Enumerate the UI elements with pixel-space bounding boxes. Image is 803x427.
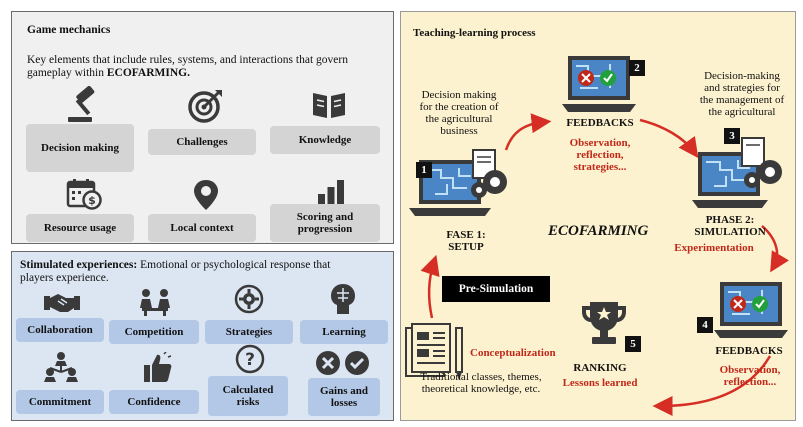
competition-chip: Competition — [109, 320, 199, 344]
feedback1-title: FEEDBACKS — [566, 117, 634, 129]
stimulated-experiences-panel: Stimulated experiences: Emotional or psy… — [11, 251, 394, 421]
team-icon — [44, 352, 78, 382]
feedback1-desc-line-2: reflection, — [576, 149, 624, 161]
arrow-feedback-to-simulation — [639, 118, 699, 159]
phase1-desc-line-1: Decision making — [421, 89, 497, 101]
phase1-desc-line-2: for the creation of — [419, 101, 499, 113]
svg-text:?: ? — [245, 350, 255, 370]
arrow-conceptualization-to-setup — [420, 254, 440, 319]
scoring-line-1: Scoring and — [296, 211, 354, 223]
calculated-risks-line-2: risks — [236, 396, 260, 408]
step-number-3: 3 — [724, 128, 740, 144]
svg-text:$: $ — [88, 194, 96, 207]
phase2-title-line-1: PHASE 2: — [705, 214, 755, 226]
stimulated-experiences-header: Stimulated experiences: Emotional or psy… — [20, 259, 388, 285]
laptop-feedback-icon — [562, 56, 636, 112]
stimulated-experiences-title: Stimulated experiences: — [20, 259, 138, 271]
phase2-title: PHASE 2: SIMULATION — [680, 214, 780, 238]
commitment-chip: Commitment — [16, 390, 104, 414]
phase2-title-line-2: SIMULATION — [694, 226, 766, 238]
thumbs-up-icon — [144, 352, 172, 382]
step-number-1: 1 — [416, 162, 432, 178]
arrow-setup-to-feedback — [504, 113, 552, 151]
gains-losses-line-1: Gains and — [320, 385, 368, 397]
phase1-title-line-2: SETUP — [448, 241, 484, 253]
knowledge-chip: Knowledge — [270, 126, 380, 154]
step-number-2: 2 — [629, 60, 645, 76]
ecofarming-brand: ECOFARMING. — [106, 67, 190, 79]
challenges-chip: Challenges — [148, 129, 256, 155]
document-pencil-icon — [405, 323, 463, 380]
phase2-desc-line-2: and strategies for — [704, 82, 780, 94]
feedback2-desc-line-1: Observation, — [719, 364, 781, 376]
stimulated-description-2: players experience. — [20, 272, 109, 284]
ranking-title: RANKING — [573, 362, 627, 374]
pre-simulation-box: Pre-Simulation — [442, 276, 550, 302]
conceptualization-title: Conceptualization — [470, 347, 556, 359]
laptop-simulation-icon — [692, 137, 782, 208]
handshake-icon — [44, 294, 80, 312]
arrow-feedback-to-ranking — [652, 355, 772, 416]
decision-making-chip: Decision making — [26, 124, 134, 172]
stimulated-description-1: Emotional or psychological response that — [137, 259, 331, 271]
confidence-chip: Confidence — [109, 390, 199, 414]
location-pin-icon — [194, 180, 218, 210]
phase1-title: FASE 1: SETUP — [426, 229, 506, 253]
game-mechanics-description: Key elements that include rules, systems… — [27, 54, 387, 80]
phase2-desc-line-3: the management of — [699, 94, 785, 106]
feedback1-desc-line-1: Observation, — [569, 137, 631, 149]
arrow-simulation-to-feedback — [761, 225, 790, 273]
laptop-settings-icon — [409, 149, 507, 216]
phase1-title-line-1: FASE 1: — [446, 229, 486, 241]
step-number-5: 5 — [625, 336, 641, 352]
trophy-icon — [582, 302, 626, 344]
game-mechanics-panel: Game mechanics Key elements that include… — [11, 11, 394, 244]
phase2-desc-line-4: the agricultural — [708, 106, 776, 118]
check-cross-icon — [316, 351, 369, 375]
gear-icon — [234, 284, 264, 314]
phase2-description: Decision-making and strategies for the m… — [692, 70, 792, 118]
teaching-learning-title: Teaching-learning process — [413, 27, 536, 39]
feedback2-description: Observation, reflection... — [706, 364, 794, 388]
brain-icon — [331, 284, 355, 314]
question-icon: ? — [235, 344, 265, 374]
conceptualization-description: Traditional classes, themes, theoretical… — [408, 371, 554, 395]
phase2-desc-line-1: Decision-making — [704, 70, 780, 82]
laptop-feedback-2-icon — [714, 282, 788, 338]
game-mechanics-title: Game mechanics — [27, 24, 111, 36]
ranking-subtitle: Lessons learned — [562, 377, 638, 389]
target-icon — [188, 90, 222, 123]
resource-usage-chip: Resource usage — [26, 214, 134, 242]
conceptualization-desc-line-2: theoretical knowledge, etc. — [421, 383, 541, 395]
bar-chart-icon — [318, 180, 344, 207]
description-line-1: Key elements that include rules, systems… — [27, 54, 348, 66]
step-number-4: 4 — [697, 317, 713, 333]
learning-chip: Learning — [300, 320, 388, 344]
gavel-icon — [68, 86, 95, 122]
strategies-chip: Strategies — [205, 320, 293, 344]
phase1-description: Decision making for the creation of the … — [414, 89, 504, 137]
phase1-desc-line-3: the agricultural — [425, 113, 493, 125]
feedback1-desc-line-3: strategies... — [573, 161, 627, 173]
phase2-subtitle: Experimentation — [674, 242, 754, 254]
local-context-chip: Local context — [148, 214, 256, 242]
book-icon — [313, 93, 345, 118]
collaboration-chip: Collaboration — [16, 318, 104, 342]
scoring-line-2: progression — [297, 223, 353, 235]
feedback2-title: FEEDBACKS — [715, 345, 783, 357]
people-competing-icon — [140, 289, 170, 316]
calendar-money-icon: $ — [66, 179, 102, 210]
phase1-desc-line-4: business — [440, 125, 478, 137]
calculated-risks-line-1: Calculated — [222, 384, 274, 396]
gains-losses-line-2: losses — [330, 397, 358, 409]
feedback2-desc-line-2: reflection... — [723, 376, 777, 388]
description-line-2: gameplay within — [27, 67, 107, 79]
conceptualization-desc-line-1: Traditional classes, themes, — [420, 371, 542, 383]
feedback1-description: Observation, reflection, strategies... — [556, 137, 644, 173]
ecofarming-center-label: ECOFARMING — [548, 223, 649, 239]
